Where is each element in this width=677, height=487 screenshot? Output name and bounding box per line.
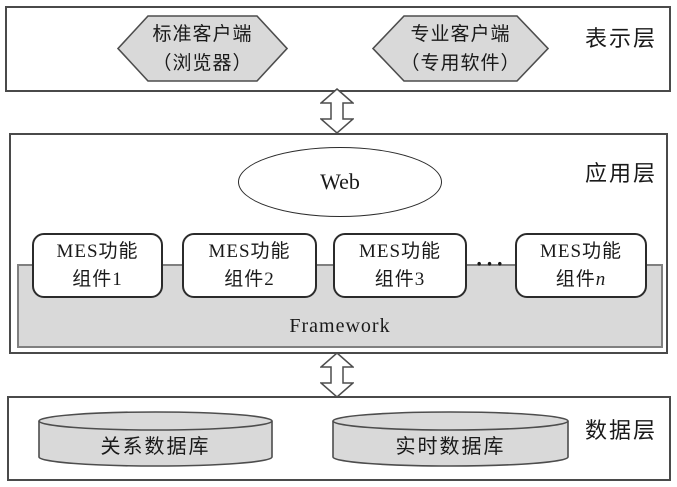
relational-db-label: 关系数据库 [100, 436, 211, 458]
presentation-layer-label: 表示层 [585, 26, 658, 51]
mes-component-3-suffix: 3 [414, 268, 426, 290]
professional-client-line2: （专用软件） [400, 52, 521, 74]
standard-client-line1: 标准客户端 [152, 23, 253, 45]
hexagon-shape [372, 15, 549, 82]
mes-component-2: MES功能 组件2 [182, 233, 317, 298]
standard-client-hexagon: 标准客户端 （浏览器） [117, 15, 288, 82]
application-layer-label: 应用层 [585, 161, 658, 186]
relational-db-cylinder: 关系数据库 [38, 411, 273, 468]
mes-component-3-line1: MES功能 [358, 240, 442, 262]
mes-component-2-line1: MES功能 [208, 240, 291, 262]
data-layer-label: 数据层 [585, 418, 658, 443]
mes-component-n-line1: MES功能 [539, 240, 623, 262]
standard-client-line2: （浏览器） [152, 52, 253, 74]
realtime-db-label: 实时数据库 [395, 436, 506, 458]
mes-component-1-prefix: 组件 [72, 268, 113, 290]
web-ellipse: Web [238, 147, 442, 217]
mes-component-2-line2: 组件2 [224, 266, 275, 294]
mes-component-n-suffix: n [595, 268, 607, 290]
hexagon-shape [117, 15, 288, 82]
professional-client-label: 专业客户端 （专用软件） [372, 15, 549, 82]
mes-component-3: MES功能 组件3 [333, 233, 467, 298]
mes-component-1-suffix: 1 [112, 268, 123, 290]
framework-label: Framework [289, 315, 391, 337]
mes-component-1: MES功能 组件1 [32, 233, 163, 298]
double-arrow-icon [320, 352, 354, 398]
double-arrow-icon [320, 88, 354, 134]
mes-component-1-line2: 组件1 [72, 266, 123, 294]
standard-client-label: 标准客户端 （浏览器） [117, 15, 288, 82]
mes-component-2-prefix: 组件 [224, 268, 265, 290]
mes-component-n: MES功能 组件n [515, 233, 647, 298]
mes-component-n-prefix: 组件 [555, 268, 596, 290]
cylinder-shape [332, 411, 569, 467]
mes-component-3-prefix: 组件 [374, 268, 415, 290]
mes-component-3-line2: 组件3 [375, 266, 426, 294]
professional-client-line1: 专业客户端 [410, 23, 511, 45]
realtime-db-cylinder: 实时数据库 [332, 411, 569, 468]
presentation-layer-box [5, 6, 671, 92]
cylinder-shape [38, 411, 273, 467]
professional-client-hexagon: 专业客户端 （专用软件） [372, 15, 549, 82]
mes-component-2-suffix: 2 [264, 268, 275, 290]
components-ellipsis: ··· [475, 251, 507, 276]
web-label: Web [320, 169, 360, 194]
mes-component-n-line2: 组件n [556, 266, 607, 294]
mes-component-1-line1: MES功能 [56, 240, 139, 262]
